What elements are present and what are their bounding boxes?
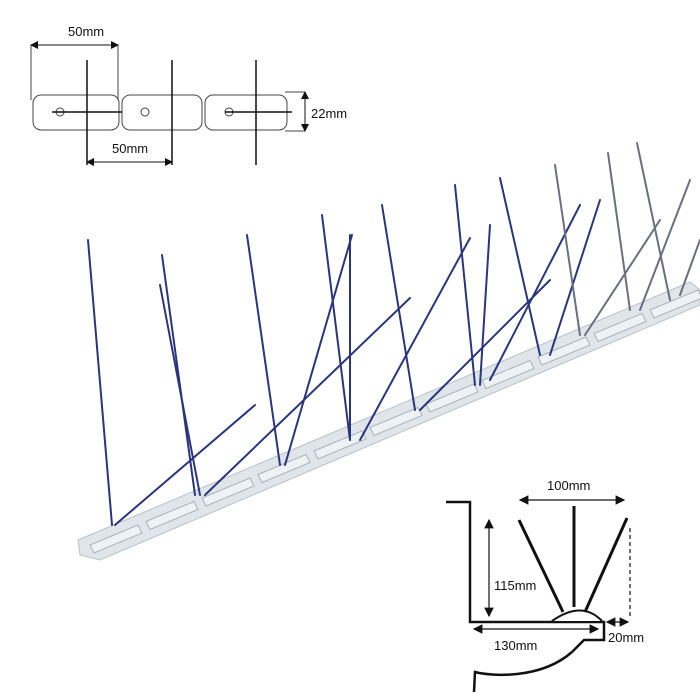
base-segment [145,500,199,531]
spike-wire [284,234,353,466]
base-segment [201,477,255,507]
spike-wire [517,519,565,613]
spread-label: 100mm [547,478,590,493]
base-segment [121,94,203,131]
base-segment [593,312,647,343]
base-segment [649,289,700,319]
spike-wire [381,204,416,411]
spike-wire [479,224,491,386]
profile-diagram [446,495,631,693]
spike-wire [583,517,629,613]
spike-wire [87,239,113,526]
spike-wire [321,214,351,441]
base-segment [537,336,591,366]
spike-wire [159,284,201,496]
ledge-outline [446,500,606,653]
base-label: 130mm [494,638,537,653]
spike-wire [499,177,541,356]
spike-wire [204,297,411,496]
spike-wire [607,152,631,311]
base-segment [481,359,535,390]
ledge-underside [472,651,573,693]
spike-wire [161,254,196,496]
base-segment [89,524,143,554]
width-label: 22mm [311,106,347,121]
spike-wire [549,199,601,356]
spike-wire [359,237,471,441]
spike-wire [246,234,281,466]
base-segment [257,453,311,484]
spike-base-strip [77,281,700,561]
base-segment [425,383,479,413]
spike-wire [679,239,700,296]
spike-wire [554,164,581,336]
spike-base-profile [551,609,603,622]
spacing-top-label: 50mm [68,24,104,39]
base-segment [369,406,423,437]
spike-wire [636,142,671,301]
base-segment [313,430,367,460]
spacing-bottom-label: 50mm [112,141,148,156]
spike-wire [454,184,476,386]
spike-wire [639,179,691,311]
height-label: 115mm [494,578,536,593]
overhang-label: 20mm [608,630,644,645]
spike-wire [114,404,256,526]
top-plan-diagram [30,41,309,166]
spike-wire [584,219,661,336]
